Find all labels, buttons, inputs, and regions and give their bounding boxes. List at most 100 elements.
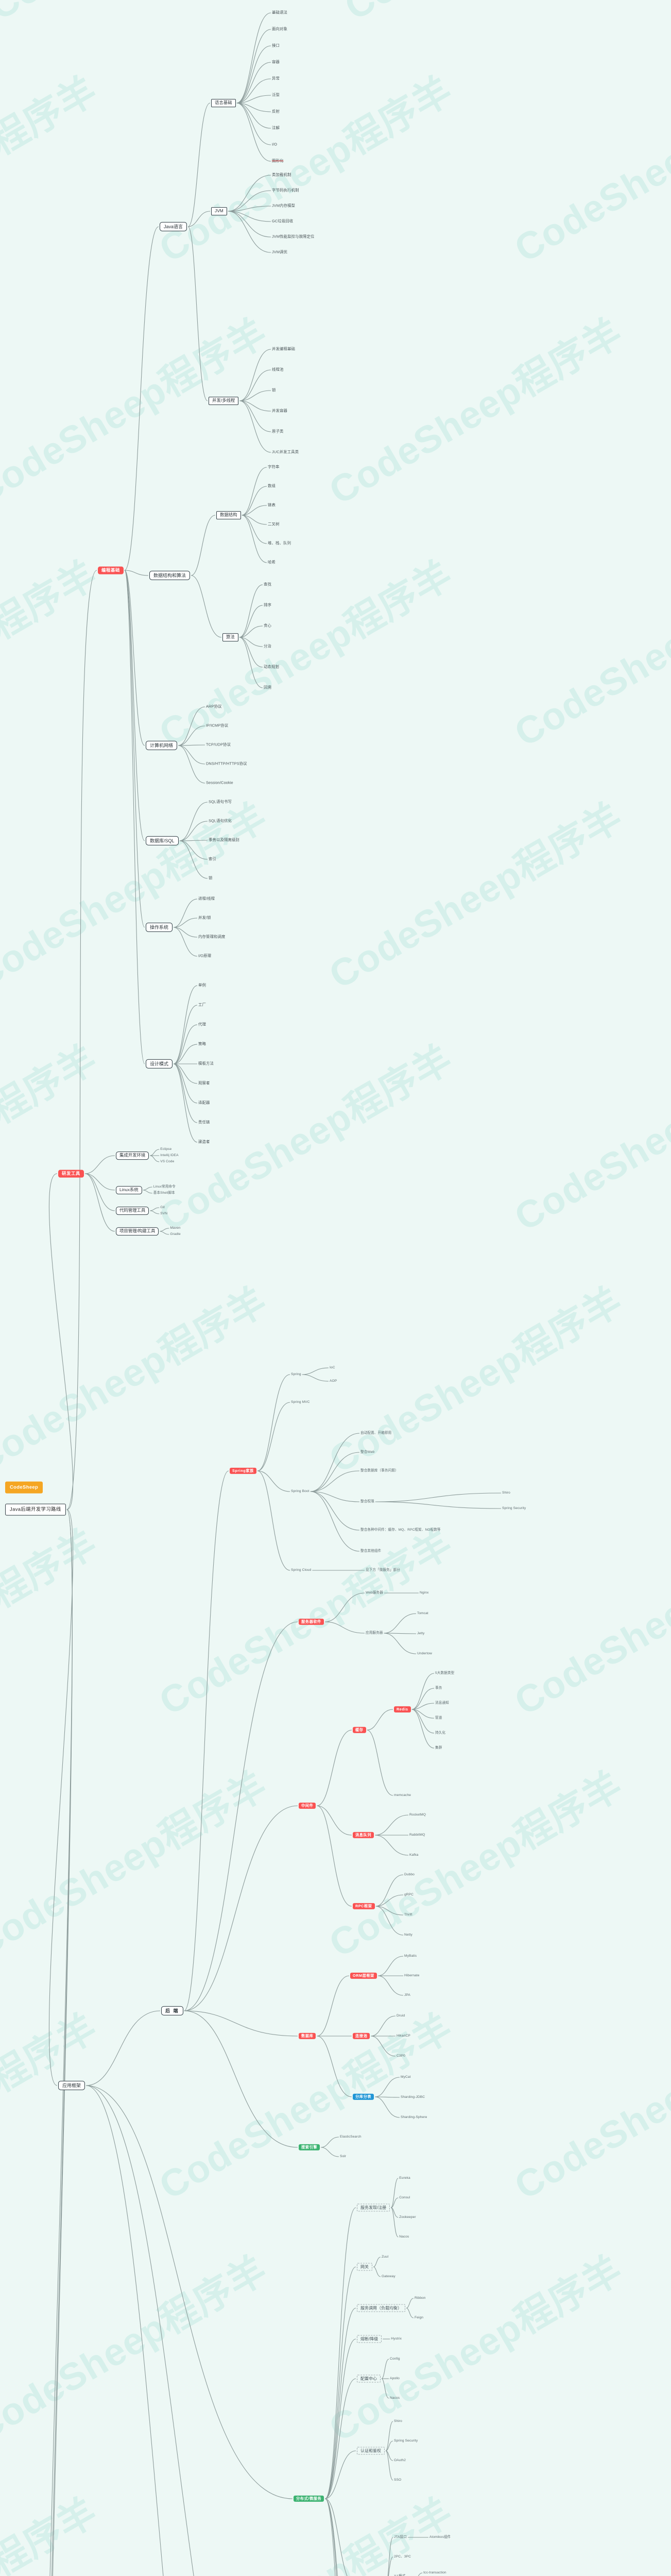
leaf-rpc-item: gRPC	[404, 1893, 414, 1897]
group-microservice[interactable]: 熔断/降级	[357, 2335, 382, 2343]
group-devtool[interactable]: 代码管理工具	[116, 1207, 149, 1215]
group-microservice[interactable]: 认证和鉴权	[357, 2447, 385, 2455]
node-backend[interactable]: 后 端	[161, 2006, 183, 2016]
leaf-algorithm: 动态规划	[264, 664, 279, 669]
leaf-rpc-item: Dubbo	[404, 1873, 415, 1877]
leaf-design-pattern: 责任链	[198, 1120, 210, 1125]
leaf-spring-cloud: Spring Cloud	[291, 1568, 312, 1572]
leaf-app-server: 应用服务器	[366, 1631, 383, 1635]
leaf-springboot-security: Spring Security	[502, 1506, 526, 1511]
leaf-language-basics: 注解	[272, 125, 280, 130]
leaf-database-sql: SQL语句书写	[209, 799, 232, 804]
group-sharding[interactable]: 分库分表	[353, 2093, 374, 2100]
leaf-web-server: Web服务器	[366, 1591, 383, 1595]
group-jvm[interactable]: JVM	[211, 207, 227, 215]
node-os[interactable]: 操作系统	[146, 922, 173, 933]
group-microservice[interactable]: 服务调用（负载均衡）	[357, 2304, 405, 2312]
branch-app-framework[interactable]: 应用框架	[58, 2080, 85, 2091]
node-microservices[interactable]: 分布式/微服务	[294, 2495, 324, 2502]
leaf-data-structure: 堆、栈、队列	[268, 540, 291, 546]
group-middleware[interactable]: 中间件	[299, 1802, 316, 1809]
group-concurrency[interactable]: 并发/多线程	[209, 397, 239, 405]
leaf-network: ARP协议	[206, 704, 222, 709]
leaf-orm-item: Hibernate	[404, 1974, 420, 1978]
group-algorithm[interactable]: 算法	[222, 633, 238, 641]
group-search-engine[interactable]: 搜索引擎	[299, 2144, 320, 2151]
leaf-mq-item: RabbitMQ	[409, 1833, 425, 1837]
leaf-language-basics: 面向对象	[272, 26, 287, 31]
group-rpc-framework[interactable]: RPC框架	[353, 1903, 375, 1910]
leaf-data-structure: 链表	[268, 502, 276, 507]
leaf-design-pattern: 模板方法	[198, 1061, 214, 1066]
leaf-algorithm: 贪心	[264, 623, 271, 628]
branch-basics[interactable]: 编程基础	[98, 566, 124, 574]
group-microservice[interactable]: 网关	[357, 2263, 372, 2271]
leaf-jvm: GC垃圾回收	[272, 218, 294, 224]
leaf-redis-feature: 5大数据类型	[435, 1671, 455, 1675]
leaf-microservice-item: SSO	[394, 2478, 402, 2482]
group-data-structure[interactable]: 数据结构	[216, 511, 241, 519]
leaf-springboot-feature: 自动配置、开箱即用	[360, 1431, 392, 1435]
group-server-software[interactable]: 服务器软件	[299, 1618, 324, 1625]
leaf-language-basics: 异常	[272, 76, 280, 81]
group-message-queue[interactable]: 消息队列	[353, 1832, 374, 1839]
leaf-microservice-item: 2PC、3PC	[394, 2555, 411, 2559]
group-conn-pool[interactable]: 连接池	[353, 2032, 370, 2040]
branch-devtools[interactable]: 研发工具	[58, 1170, 84, 1178]
leaf-redis-feature: 事务	[435, 1686, 442, 1690]
leaf-data-structure: 二叉树	[268, 521, 280, 527]
leaf-design-pattern: 工厂	[198, 1002, 206, 1007]
leaf-devtool: SVN	[160, 1212, 168, 1216]
leaf-app-server-item: Tomcat	[417, 1612, 428, 1616]
group-language-basics[interactable]: 语言基础	[211, 99, 236, 107]
leaf-language-basics: I/O	[272, 142, 278, 147]
node-network[interactable]: 计算机网络	[146, 740, 178, 751]
leaf-sharding-item: Sharding-Sphere	[401, 2115, 427, 2120]
group-spring-family[interactable]: Spring家族	[230, 1467, 256, 1475]
leaf-memcache: memcache	[394, 1793, 411, 1798]
leaf-design-pattern: 策略	[198, 1041, 206, 1046]
node-ds-algo[interactable]: 数据结构和算法	[149, 570, 191, 581]
leaf-springboot-feature: 整合数据库（事务问题）	[360, 1469, 399, 1473]
group-db-framework[interactable]: 数据库	[299, 2032, 316, 2040]
node-design-patterns[interactable]: 设计模式	[146, 1059, 173, 1069]
leaf-concurrency: 原子类	[272, 429, 284, 434]
group-orm[interactable]: ORM层框架	[350, 1972, 377, 1979]
leaf-microservice-subitem: tcc-transaction	[423, 2571, 446, 2575]
leaf-network: TCP/UDP协议	[206, 742, 231, 747]
node-database-sql[interactable]: 数据库/SQL	[146, 836, 179, 846]
leaf-springboot-feature: 整合权限	[360, 1500, 374, 1504]
leaf-microservice-item: Config	[390, 2357, 400, 2361]
group-devtool[interactable]: 集成开发环境	[116, 1151, 149, 1160]
leaf-orm-item: MyBatis	[404, 1954, 417, 1958]
group-cache[interactable]: 缓存	[353, 1726, 366, 1734]
leaf-concurrency: 线程池	[272, 367, 284, 372]
leaf-devtool: Eclipse	[160, 1147, 172, 1151]
group-microservice[interactable]: 配置中心	[357, 2375, 381, 2383]
leaf-microservice-item: Eureka	[399, 2176, 410, 2180]
leaf-app-server-item: Undertow	[417, 1652, 433, 1656]
leaf-springboot-security: Shiro	[502, 1491, 510, 1495]
group-devtool[interactable]: Linux系统	[116, 1186, 142, 1194]
leaf-jvm: 类加载机制	[272, 172, 291, 177]
group-microservice[interactable]: 服务发现/注册	[357, 2204, 390, 2212]
leaf-concurrency: 锁	[272, 387, 276, 393]
leaf-network: Session/Cookie	[206, 780, 233, 785]
leaf-jvm: JVM性能监控与故障定位	[272, 234, 315, 239]
leaf-network: IP/ICMP协议	[206, 723, 229, 728]
leaf-language-basics: 基础语法	[272, 10, 287, 15]
leaf-microservice-item: Nacos	[390, 2396, 400, 2400]
leaf-os: 内存管理和调度	[198, 934, 226, 939]
leaf-os: 并发/锁	[198, 915, 211, 920]
leaf-conn-pool-item: C3P0	[397, 2054, 405, 2058]
leaf-jvm: JVM调优	[272, 249, 288, 255]
leaf-jvm: JVM内存模型	[272, 203, 296, 208]
leaf-microservice-item: Gateway	[382, 2275, 395, 2279]
leaf-mq-item: Kafka	[409, 1853, 419, 1857]
group-devtool[interactable]: 项目管理/构建工具	[116, 1227, 159, 1235]
leaf-language-basics: 容器	[272, 59, 280, 64]
node-redis[interactable]: Redis	[394, 1706, 411, 1713]
leaf-spring-boot: Spring Boot	[291, 1489, 309, 1494]
node-java-language[interactable]: Java语言	[160, 222, 187, 232]
